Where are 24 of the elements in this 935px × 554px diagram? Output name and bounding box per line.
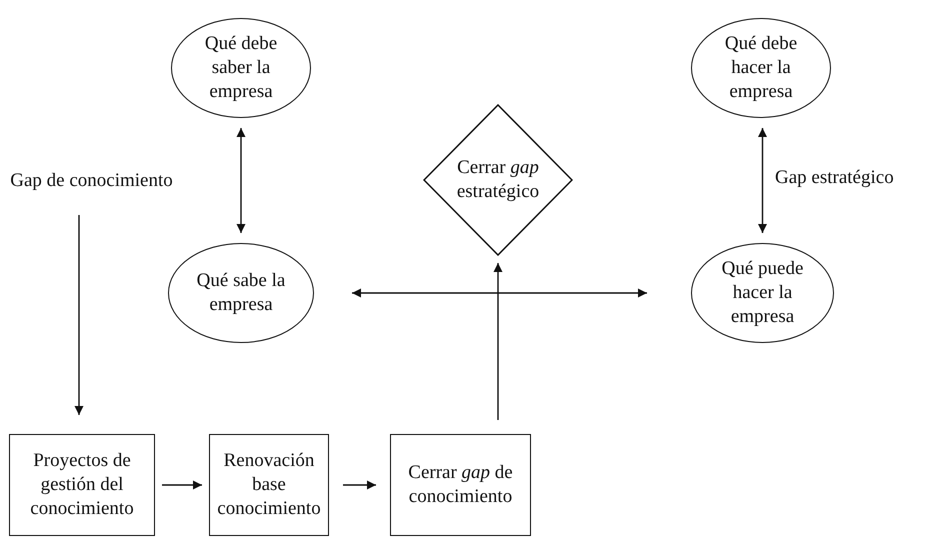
arrow — [352, 288, 647, 298]
arrow — [236, 128, 246, 233]
ellipse-node — [691, 243, 834, 343]
arrow — [758, 128, 767, 233]
gap-label: Gap de conocimiento — [10, 169, 173, 193]
node-text: Qué debe hacer la empresa — [724, 32, 798, 104]
ellipse-node — [168, 243, 314, 343]
node-text: Cerrar gap de conocimiento — [407, 461, 514, 509]
node-text: Qué puede hacer la empresa — [720, 257, 804, 329]
process-box — [390, 434, 531, 536]
arrow — [74, 215, 84, 415]
node-text: Renovación base conocimiento — [216, 449, 322, 521]
ellipse-node — [171, 18, 311, 118]
arrow — [494, 263, 502, 420]
process-box — [209, 434, 329, 536]
ellipse-node — [691, 18, 831, 118]
node-text: Proyectos de gestión del conocimiento — [29, 449, 135, 521]
process-box — [9, 434, 155, 536]
gap-label: Gap estratégico — [775, 167, 894, 189]
node-text: Cerrar gap estratégico — [456, 156, 540, 204]
node-text: Qué debe saber la empresa — [204, 32, 278, 104]
node-text: Qué sabe la empresa — [196, 269, 286, 317]
arrow — [343, 480, 376, 490]
arrow — [162, 480, 202, 490]
